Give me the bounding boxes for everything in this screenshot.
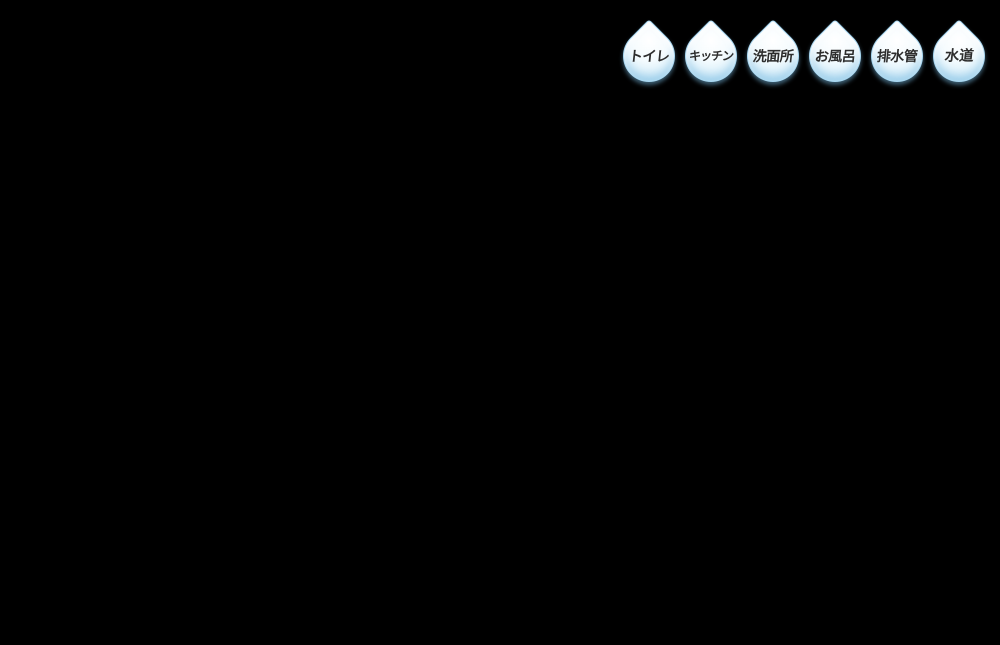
badge-kitchen-label: キッチン: [688, 48, 734, 63]
water-drop-shape: 排水管: [860, 19, 934, 93]
badge-water-supply-label: 水道: [943, 47, 975, 64]
water-drop-shape: 洗面所: [736, 19, 810, 93]
water-drop-shape: お風呂: [798, 19, 872, 93]
water-drop-shape: トイレ: [612, 19, 686, 93]
water-drop-shape: 水道: [922, 19, 996, 93]
badge-washroom-label: 洗面所: [751, 48, 795, 64]
category-badge-row: トイレ キッチン 洗面所 お風呂 排水管 水道: [612, 19, 996, 93]
badge-bath[interactable]: お風呂: [798, 19, 872, 93]
badge-drain-pipe-label: 排水管: [875, 48, 919, 64]
badge-water-supply[interactable]: 水道: [922, 19, 996, 93]
badge-washroom[interactable]: 洗面所: [736, 19, 810, 93]
badge-drain-pipe[interactable]: 排水管: [860, 19, 934, 93]
badge-kitchen[interactable]: キッチン: [674, 19, 748, 93]
badge-toilet-label: トイレ: [627, 48, 671, 64]
badge-bath-label: お風呂: [813, 48, 857, 64]
water-drop-shape: キッチン: [674, 19, 748, 93]
badge-toilet[interactable]: トイレ: [612, 19, 686, 93]
